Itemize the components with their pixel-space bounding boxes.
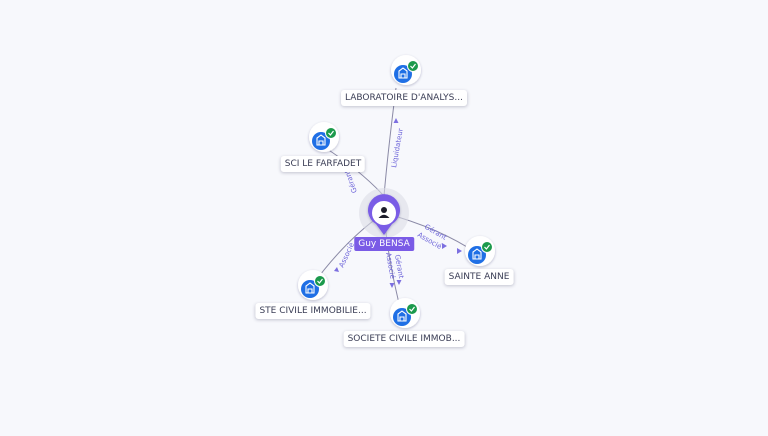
company-label-laboratoire[interactable]: LABORATOIRE D'ANALYS... (341, 90, 467, 106)
person-icon (378, 207, 390, 218)
building-icon (316, 134, 326, 146)
arrow-icon (389, 283, 395, 288)
verified-badge-icon (325, 127, 337, 139)
edge-label-ste-civile-0: Associé (338, 241, 356, 268)
company-node-sainte-anne[interactable] (465, 236, 495, 266)
arrow-icon (457, 248, 462, 254)
person-name-label[interactable]: Guy BENSA (354, 237, 414, 251)
verified-badge-icon (314, 275, 326, 287)
verified-badge-icon (481, 241, 493, 253)
building-icon (398, 67, 408, 79)
company-label-ste-civile[interactable]: STE CIVILE IMMOBILIE... (255, 303, 371, 319)
edge-label-laboratoire-0: Liquidateur (390, 128, 405, 169)
arrow-icon (393, 118, 399, 123)
company-node-sci-farfadet[interactable] (309, 122, 339, 152)
company-node-laboratoire[interactable] (391, 55, 421, 85)
company-label-sci-farfadet[interactable]: SCI LE FARFADET (280, 156, 366, 172)
company-label-sainte-anne[interactable]: SAINTE ANNE (444, 269, 514, 285)
person-node[interactable] (359, 188, 409, 238)
verified-badge-icon (407, 60, 419, 72)
building-icon (397, 310, 407, 322)
arrow-icon (334, 267, 339, 272)
arrow-icon (396, 280, 402, 285)
building-icon (305, 282, 315, 294)
building-icon (472, 248, 482, 260)
arrow-icon (442, 243, 447, 249)
edge-label-sci-farfadet-0: Gérant (343, 168, 359, 194)
company-node-societe-civile[interactable] (390, 298, 420, 328)
company-label-societe-civile[interactable]: SOCIETE CIVILE IMMOB... (343, 331, 465, 347)
verified-badge-icon (406, 303, 418, 315)
company-node-ste-civile[interactable] (298, 270, 328, 300)
